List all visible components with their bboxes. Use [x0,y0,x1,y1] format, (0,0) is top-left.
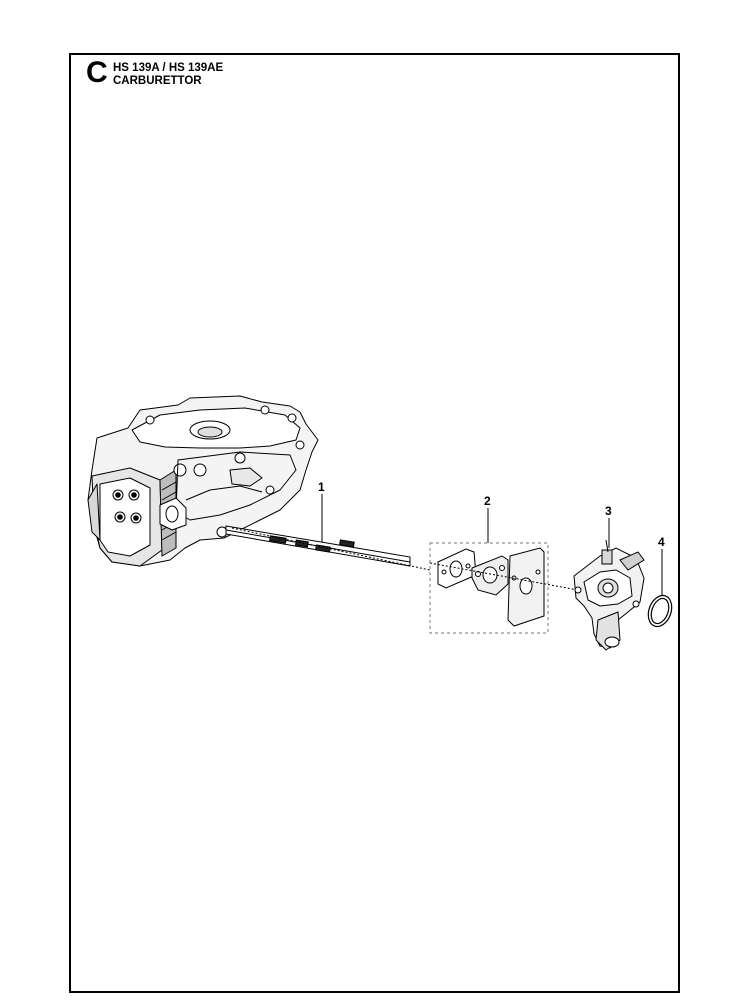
carburettor-icon [573,539,645,651]
diagram-header: HS 139A / HS 139AE CARBURETTOR [113,62,223,88]
leader-lines [321,494,663,596]
callout-3: 3 [605,504,612,518]
engine-block-icon [87,395,319,567]
stud-bolts-icon [225,525,431,571]
diagram-title: CARBURETTOR [113,75,202,87]
section-letter: C [86,56,108,89]
callout-4: 4 [658,535,665,549]
callout-2: 2 [484,494,491,508]
callout-1: 1 [318,480,325,494]
model-title: HS 139A / HS 139AE [113,62,224,74]
clamp-ring-icon [647,594,673,628]
gasket-kit-icon [429,542,579,634]
diagram-frame [69,53,680,993]
